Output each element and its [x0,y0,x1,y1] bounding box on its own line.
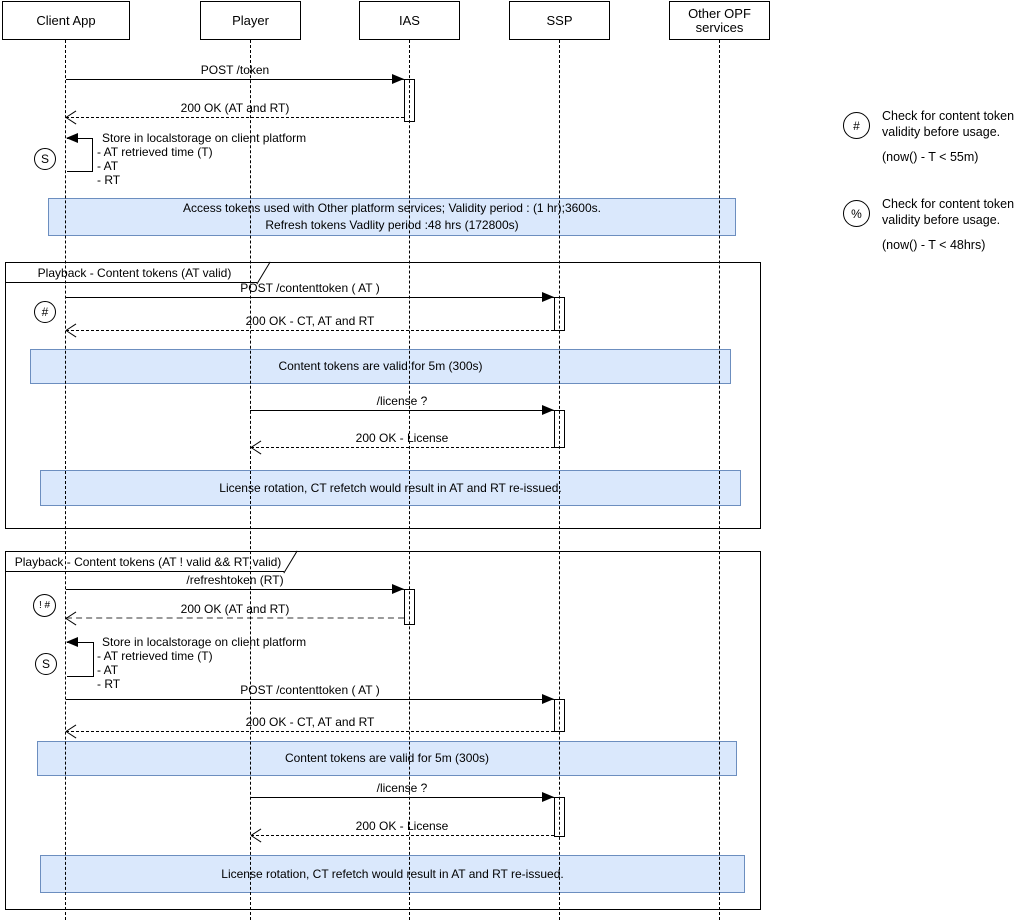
arrowhead-filled-left-icon [66,637,78,647]
message-line-license-1 [250,410,554,411]
legend-text-hash: Check for content token validity before … [882,108,1014,140]
marker-not-hash-circle: ! # [33,594,56,617]
arrowhead-open-left-icon [66,724,78,738]
message-line-license-2 [250,797,554,798]
note-content-tokens-valid-1: Content tokens are valid for 5m (300s) [30,349,731,384]
arrowhead-open-left-icon [66,323,78,337]
legend-line: Check for content token [882,197,1015,211]
note-access-refresh-validity: Access tokens used with Other platform s… [48,198,736,236]
message-label-ok-ct-2: 200 OK - CT, AT and RT [245,715,375,729]
arrowhead-filled-right-icon [392,74,404,84]
store-note-item: - RT [97,173,121,187]
actor-box-ias: IAS [359,1,460,40]
self-message-text-store-2: Store in localstorage on client platform… [97,635,306,691]
message-label-ok-license-1: 200 OK - License [355,431,449,445]
arrowhead-filled-right-icon [542,694,554,704]
note-line: Content tokens are valid for 5m (300s) [284,751,490,765]
self-message-text-store-1: Store in localstorage on client platform… [97,131,306,187]
store-note-item: - RT [97,677,121,691]
actor-box-client-app: Client App [2,1,130,40]
arrowhead-filled-right-icon [542,292,554,302]
message-label-ok-at-rt-2: 200 OK (AT and RT) [180,602,290,616]
message-line-ok-ct-2 [66,731,554,732]
message-line-post-contenttoken-2 [66,699,554,700]
message-line-post-token [66,79,404,80]
note-line: License rotation, CT refetch would resul… [219,480,562,495]
arrowhead-filled-left-icon [66,133,78,143]
legend-line: validity before usage. [882,213,1001,227]
message-label-post-token: POST /token [200,63,270,77]
fragment-frame-at-valid: Playback - Content tokens (AT valid) [5,262,761,529]
store-note-title: Store in localstorage on client platform [102,131,307,145]
arrowhead-open-left-icon [66,611,78,625]
message-line-refreshtoken [66,589,404,590]
message-line-ok-at-rt-1 [66,117,404,118]
store-note-item: - AT retrieved time (T) [97,649,213,663]
arrowhead-filled-right-icon [542,792,554,802]
legend-formula-percent: (now() - T < 48hrs) [882,238,986,252]
legend-formula-hash: (now() - T < 55m) [882,150,979,164]
arrowhead-open-left-icon [66,110,78,124]
lifeline-player [250,40,251,920]
arrowhead-open-left-icon [251,828,263,842]
message-label-license-2: /license ? [376,781,428,795]
lifeline-ssp [559,40,560,920]
marker-store-circle-1: S [34,148,56,170]
note-line: License rotation, CT refetch would resul… [221,866,564,881]
message-label-ok-ct-1: 200 OK - CT, AT and RT [245,314,375,328]
message-label-post-contenttoken-1: POST /contenttoken ( AT ) [240,281,380,295]
fragment-label-at-valid: Playback - Content tokens (AT valid) [5,262,257,283]
store-note-item: - AT [97,663,119,677]
store-note-title: Store in localstorage on client platform [102,635,307,649]
legend-line: Check for content token [882,109,1015,123]
store-note-item: - AT [97,159,119,173]
store-note-item: - AT retrieved time (T) [97,145,213,159]
arrowhead-filled-right-icon [542,405,554,415]
message-label-ok-license-2: 200 OK - License [355,819,449,833]
lifeline-other-opf [719,40,720,920]
self-message-store-1 [67,138,93,172]
lifeline-client-app [65,40,66,920]
fragment-frame-at-invalid-rt-valid: Playback - Content tokens (AT ! valid &&… [5,551,761,910]
actor-box-player: Player [200,1,301,40]
note-license-rotation-2: License rotation, CT refetch would resul… [40,855,745,893]
arrowhead-filled-right-icon [392,584,404,594]
fragment-label-at-invalid-rt-valid: Playback - Content tokens (AT ! valid &&… [5,551,284,572]
message-label-license-1: /license ? [376,394,428,408]
legend-percent-circle: % [843,200,870,227]
message-line-ok-license-2 [251,835,554,836]
message-label-refreshtoken: /refreshtoken (RT) [186,573,284,587]
note-line: Content tokens are valid for 5m (300s) [278,359,483,373]
marker-hash-circle: # [34,301,56,323]
message-label-ok-at-rt-1: 200 OK (AT and RT) [180,101,290,115]
self-message-store-2 [67,642,94,677]
note-content-tokens-valid-2: Content tokens are valid for 5m (300s) [37,741,737,776]
message-line-post-contenttoken-1 [66,297,554,298]
message-line-ok-license-1 [251,447,554,448]
note-line: Access tokens used with Other platform s… [183,201,601,215]
note-line: Refresh tokens Vadlity period :48 hrs (1… [265,218,519,232]
actor-box-ssp: SSP [509,1,610,40]
legend-hash-circle: # [843,112,870,139]
arrowhead-open-left-icon [251,440,263,454]
marker-store-circle-2: S [35,653,57,675]
note-license-rotation-1: License rotation, CT refetch would resul… [40,470,741,506]
legend-text-percent: Check for content token validity before … [882,196,1014,228]
message-line-ok-at-rt-2 [66,617,404,619]
message-label-post-contenttoken-2: POST /contenttoken ( AT ) [240,683,380,697]
message-line-ok-ct-1 [66,330,554,331]
lifeline-ias [409,40,410,920]
actor-box-other-opf-services: Other OPF services [669,1,770,40]
legend-line: validity before usage. [882,125,1001,139]
